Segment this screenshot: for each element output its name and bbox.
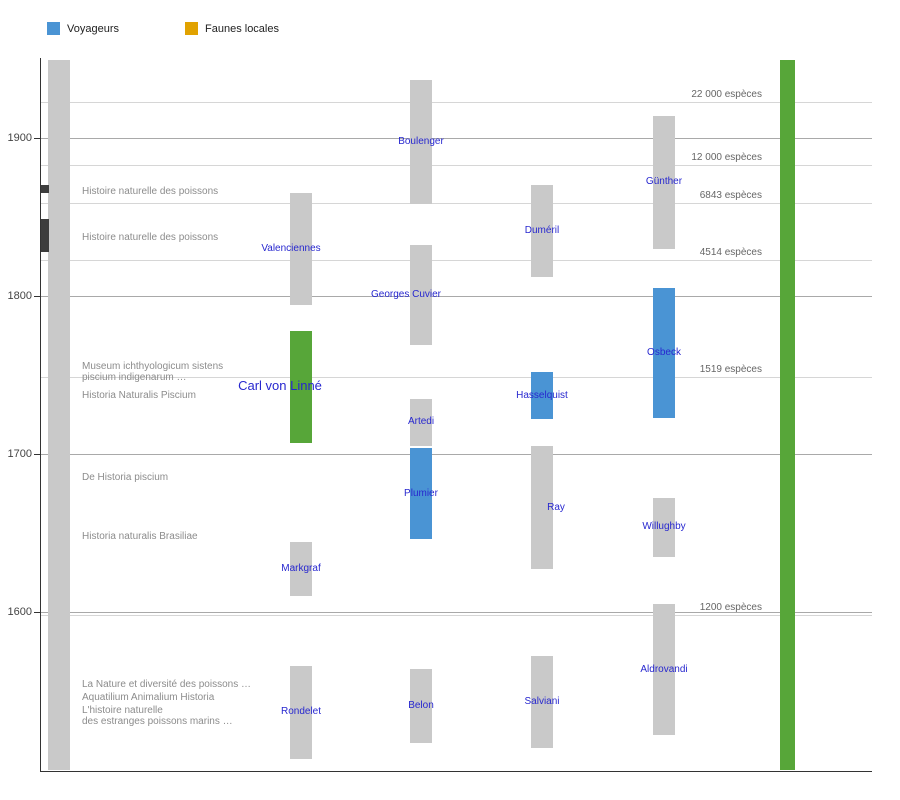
x-axis-line [40, 771, 872, 772]
publication-label: Historia Naturalis Piscium [82, 390, 196, 402]
person-bar-plumier [410, 447, 432, 540]
publication-label: Historia naturalis Brasiliae [82, 530, 198, 542]
person-bar-dumeril [531, 185, 553, 278]
person-bar-boulenger [410, 79, 432, 205]
publication-label: La Nature et diversité des poissons … [82, 679, 251, 691]
species-milestone-line [41, 202, 872, 204]
person-bar-hasselquist [531, 371, 553, 420]
year-grid-line [41, 454, 872, 455]
voyageurs-legend-label: Voyageurs [67, 22, 119, 35]
year-label: 1600 [7, 606, 32, 618]
person-bar-osbeck [653, 288, 675, 418]
person-label-plumier: Plumier [404, 487, 438, 499]
person-bar-aldrovandi [653, 604, 675, 736]
person-label-belon: Belon [408, 700, 434, 711]
species-milestone-line [41, 376, 872, 378]
person-bar-ray [531, 446, 553, 570]
person-label-hasselquist: Hasselquist [516, 389, 568, 401]
publication-marker [40, 185, 49, 194]
species-milestone-label: 12 000 espèces [691, 151, 762, 163]
publication-label: De Historia piscium [82, 472, 169, 484]
person-label-boulenger: Boulenger [398, 135, 444, 147]
year-label: 1700 [7, 448, 32, 460]
person-label-gunther: Günther [645, 176, 683, 188]
person-label-osbeck: Osbeck [647, 346, 681, 358]
person-label-salviani: Salviani [524, 696, 560, 708]
year-tick [34, 296, 41, 297]
person-bar-valenciennes [290, 193, 312, 306]
person-label-carl-von-linne: Carl von Linné [238, 377, 322, 393]
year-grid-line [41, 138, 872, 139]
year-grid-line [41, 296, 872, 297]
person-label-aldrovandi: Aldrovandi [640, 663, 688, 675]
person-label-valenciennes: Valenciennes [261, 243, 321, 255]
person-bar-georges-cuvier [410, 245, 432, 345]
species-progress-track [780, 60, 795, 770]
person-label-dumeril: Duméril [524, 225, 560, 237]
species-milestone-line [41, 101, 872, 103]
species-milestone-label: 1519 espèces [699, 363, 762, 375]
publication-marker [40, 218, 49, 252]
species-milestone-label: 1200 espèces [699, 602, 762, 614]
year-label: 1900 [7, 132, 32, 144]
person-label-rondelet: Rondelet [280, 706, 322, 718]
person-label-markgraf: Markgraf [281, 563, 321, 575]
person-bar-carl-von-linne [290, 330, 312, 443]
legend-item-voyageurs: Voyageurs [47, 22, 119, 35]
person-bar-artedi [410, 398, 432, 447]
year-label: 1800 [7, 290, 32, 302]
y-axis-line [40, 58, 41, 772]
faunes-locales-color-swatch [185, 22, 198, 35]
year-tick [34, 454, 41, 455]
legend-item-faunes-locales: Faunes locales [185, 22, 279, 35]
publications-track [48, 60, 70, 770]
person-bar-rondelet [290, 665, 312, 759]
species-milestone-label: 22 000 espèces [691, 88, 762, 100]
species-milestone-line [41, 259, 872, 261]
publication-label: Histoire naturelle des poissons [82, 186, 219, 198]
year-tick [34, 138, 41, 139]
person-bar-gunther [653, 115, 675, 249]
voyageurs-color-swatch [47, 22, 60, 35]
person-bar-salviani [531, 656, 553, 748]
year-grid-line [41, 612, 872, 613]
year-tick [34, 612, 41, 613]
publication-label: Aquatilium Animalium Historia [82, 691, 215, 703]
person-label-artedi: Artedi [407, 416, 435, 428]
person-bar-belon [410, 668, 432, 744]
species-milestone-line [41, 164, 872, 166]
person-label-georges-cuvier: Georges Cuvier [370, 289, 442, 301]
person-bar-willughby [653, 498, 675, 557]
species-milestone-label: 4514 espèces [699, 246, 762, 258]
faunes-locales-legend-label: Faunes locales [205, 22, 279, 35]
species-milestone-label: 6843 espèces [699, 189, 762, 201]
person-label-ray: Ray [547, 501, 565, 513]
person-bar-markgraf [290, 542, 312, 597]
person-label-willughby: Willughby [642, 521, 686, 533]
species-milestone-line [41, 615, 872, 617]
publication-label: Histoire naturelle des poissons [82, 232, 219, 244]
